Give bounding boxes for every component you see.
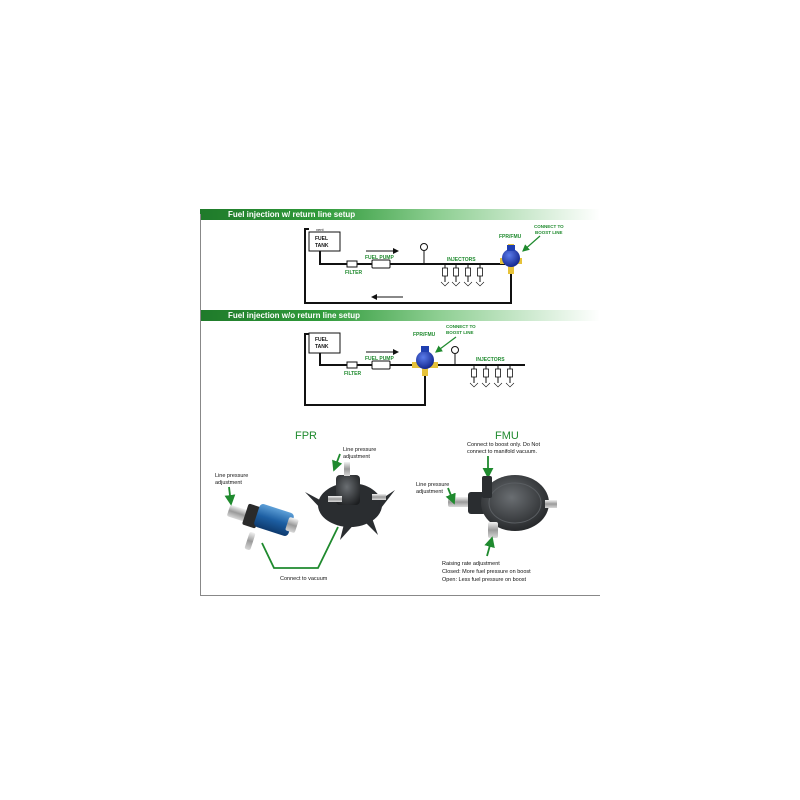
fpr-left-pointer (224, 486, 236, 506)
filter-icon (346, 361, 358, 369)
boost-label-2: BOOST LINE (446, 330, 474, 335)
fmu-line-pressure-pointer (445, 487, 456, 505)
boost-label-1: CONNECT TO (534, 224, 564, 229)
fmu-line-pressure-1: Line pressure (416, 482, 449, 488)
fpr-cylinder-icon (227, 503, 299, 550)
fpr-line-pressure-top-2: adjustment (343, 454, 370, 460)
fuel-pump-icon (371, 259, 391, 269)
fmu-raising-label-2: Closed: More fuel pressure on boost (442, 569, 531, 575)
fpr-top-pointer (332, 453, 343, 472)
section-title-without-return: Fuel injection w/o return line setup (228, 311, 361, 320)
fmu-raising-label-1: Raising rate adjustment (442, 561, 500, 567)
pressure-gauge-icon (420, 243, 428, 251)
regulator-icon (500, 244, 522, 274)
regulator-return-line (304, 333, 426, 406)
fpr-vacuum-label: Connect to vacuum (280, 576, 328, 582)
injector-icon (469, 365, 479, 388)
boost-pointer (435, 336, 457, 353)
fpr-line-pressure-left-1: Line pressure (215, 473, 248, 479)
tank-label-2: TANK (315, 243, 329, 249)
fmu-raising-label-3: Open: Less fuel pressure on boost (442, 577, 527, 583)
pressure-gauge-icon (451, 346, 459, 354)
tank-label-2: TANK (315, 344, 329, 350)
schematic-with-return: vent FUEL TANK FILTER FUEL PUMP INJECTOR… (304, 224, 564, 304)
fpr-title: FPR (295, 430, 317, 442)
schematic-without-return: FUEL TANK FILTER FUEL PUMP FPR/FMU CONNE… (304, 324, 525, 406)
boost-label-2: BOOST LINE (535, 230, 563, 235)
filter-icon (346, 260, 358, 268)
injector-icon (440, 264, 450, 287)
regulator-icon (412, 346, 438, 376)
injectors-group (440, 264, 485, 287)
injector-icon (451, 264, 461, 287)
fmu-panel: FMU Connect to boost only. Do Not connec… (416, 430, 557, 583)
fmu-boost-label-1: Connect to boost only. Do Not (467, 442, 540, 448)
tank-label-1: FUEL (315, 337, 328, 343)
filter-label: FILTER (345, 270, 363, 276)
fpr-line-pressure-top-1: Line pressure (343, 447, 376, 453)
injector-icon (505, 365, 515, 388)
fmu-body-icon (448, 475, 557, 538)
return-line (304, 228, 512, 304)
filter-label: FILTER (344, 371, 362, 377)
tank-label-1: FUEL (315, 236, 328, 242)
fpr-panel: FPR Line pressur (215, 430, 395, 582)
injectors-label: INJECTORS (476, 357, 505, 363)
injector-icon (481, 365, 491, 388)
fuel-pump-label: FUEL PUMP (365, 255, 394, 261)
injectors-group (469, 365, 515, 388)
boost-pointer (522, 235, 541, 252)
regulator-label: FPR/FMU (413, 332, 436, 338)
regulator-label: FPR/FMU (499, 234, 522, 240)
injectors-label: INJECTORS (447, 257, 476, 263)
boost-label-1: CONNECT TO (446, 324, 476, 329)
fmu-title: FMU (495, 430, 519, 442)
fpr-vacuum-pointer (261, 526, 339, 569)
feed-line-2 (319, 353, 525, 366)
fuel-pump-label: FUEL PUMP (365, 356, 394, 362)
fmu-raising-pointer (484, 536, 495, 557)
section-header-bar-with-return (200, 209, 600, 220)
injector-icon (475, 264, 485, 287)
section-title-with-return: Fuel injection w/ return line setup (228, 210, 356, 219)
fmu-boost-label-2: connect to manifold vacuum. (467, 449, 537, 455)
fpr-star-icon (305, 462, 395, 540)
section-header-bar-without-return (200, 310, 600, 321)
feed-line (319, 251, 505, 265)
tank-vent-label: vent (316, 227, 324, 232)
fuel-pump-icon (371, 360, 391, 370)
fmu-line-pressure-2: adjustment (416, 489, 443, 495)
fuel-tank-icon (308, 332, 341, 354)
injector-icon (493, 365, 503, 388)
fpr-line-pressure-left-2: adjustment (215, 480, 242, 486)
fuel-tank-icon (308, 231, 341, 252)
injector-icon (463, 264, 473, 287)
